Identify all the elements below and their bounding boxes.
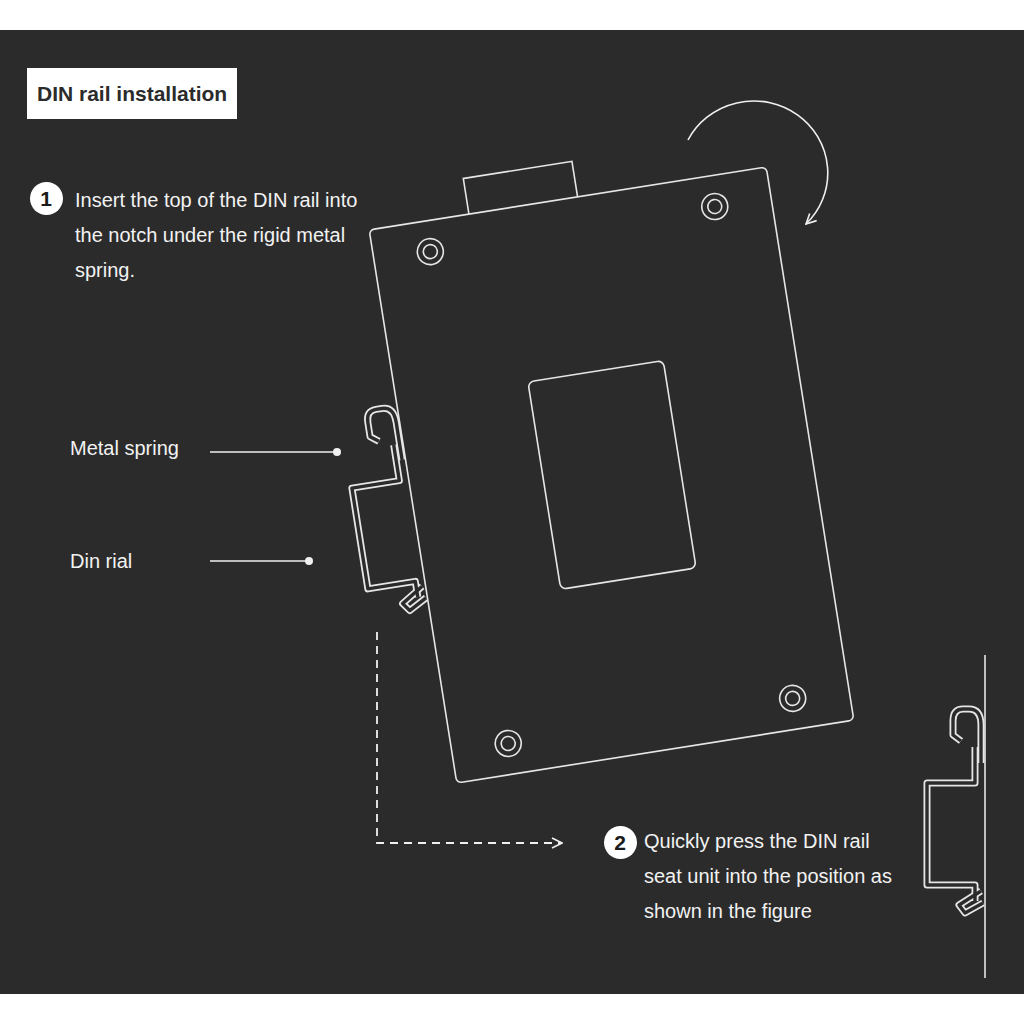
step-instruction: Quickly press the DIN rail seat unit int… — [644, 824, 912, 929]
device-housing — [364, 131, 854, 783]
callout-number: 2 — [614, 832, 626, 853]
dashed-arrow — [377, 632, 562, 843]
rotate-arrow — [688, 101, 828, 224]
step-instruction: Insert the top of the DIN rail into the … — [75, 183, 375, 288]
leader-dot — [333, 448, 341, 456]
title-box: DIN rail installation — [27, 68, 237, 119]
leader-line — [210, 451, 334, 452]
step-number-circle: 1 — [30, 182, 63, 215]
leader-line — [210, 560, 306, 561]
device-label-plate — [528, 360, 696, 589]
device-side — [984, 655, 986, 978]
part-label: Metal spring — [70, 431, 205, 466]
screws — [415, 192, 807, 759]
step-number-circle: 2 — [604, 826, 637, 859]
leader-dot — [305, 557, 313, 565]
title: DIN rail installation — [37, 82, 227, 106]
device-body — [369, 167, 854, 783]
din-rail-installed — [927, 709, 983, 913]
part-label: Din rial — [70, 544, 205, 579]
callout-number: 1 — [40, 188, 52, 209]
din-rail-tilted — [340, 406, 427, 616]
